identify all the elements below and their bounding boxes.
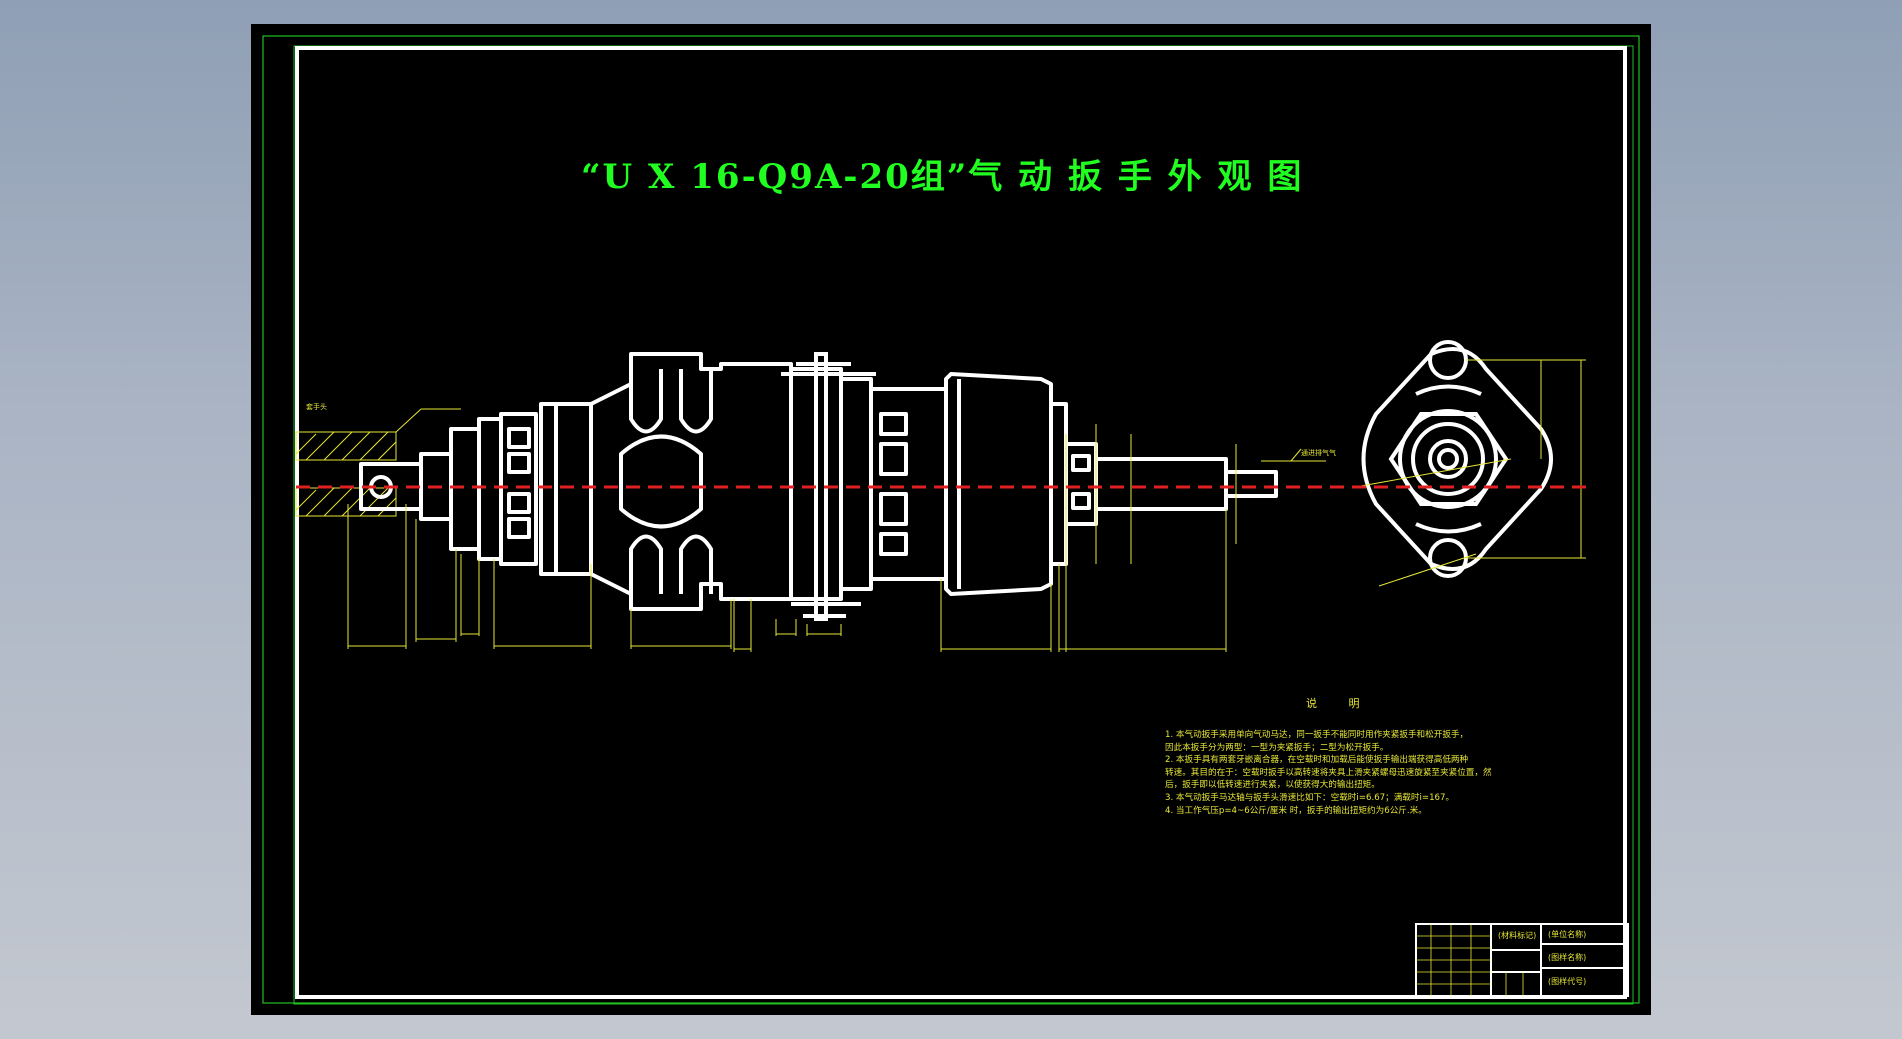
- socket-hatch: [295, 408, 461, 517]
- notes-heading: 说 明: [1306, 697, 1374, 710]
- title-block-code: (图样代号): [1548, 977, 1587, 986]
- note-line: 1. 本气动扳手采用单向气动马达，同一扳手不能同时用作夹紧扳手和松开扳手，: [1165, 730, 1469, 740]
- drawing-title: “U X 16-Q9A-20组”气 动 扳 手 外 观 图: [581, 157, 1304, 197]
- note-line: 2. 本扳手具有两套牙嵌离合器，在空载时和加载后能使扳手输出端获得高低两种: [1165, 755, 1469, 766]
- cad-viewport[interactable]: “U X 16-Q9A-20组”气 动 扳 手 外 观 图 套手头 通进排气气 …: [251, 24, 1651, 1015]
- title-block-unit: (单位名称): [1548, 930, 1587, 939]
- note-line: 后，扳手即以低转速进行夹紧，以使获得大的输出扭矩。: [1165, 780, 1380, 791]
- drawing-canvas: [262, 35, 1640, 1005]
- inner-border: [295, 46, 1627, 999]
- outer-frame: [262, 35, 1640, 1004]
- wrench-body: [359, 352, 1278, 611]
- note-line: 3. 本气动扳手马达轴与扳手头滑速比如下：空载时i=6.67；满载时i=167。: [1165, 792, 1455, 803]
- note-line: 因此本扳手分为两型：一型为夹紧扳手；二型为松开扳手。: [1165, 742, 1389, 753]
- front-view-dims: [1360, 359, 1586, 587]
- callout-air-label: 通进排气气: [1301, 449, 1336, 457]
- dimension-lines: [347, 424, 1326, 652]
- front-view: [1361, 340, 1553, 578]
- title-block-name: (图样名称): [1548, 953, 1587, 962]
- note-line: 转速。其目的在于：空载时扳手以高转速将夹具上滑夹紧螺母迅速旋紧至夹紧位置，然: [1165, 767, 1492, 778]
- title-block-grid: [1416, 924, 1524, 996]
- callout-socket-label: 套手头: [306, 403, 327, 411]
- notes-block: 1. 本气动扳手采用单向气动马达，同一扳手不能同时用作夹紧扳手和松开扳手， 因此…: [1165, 729, 1585, 817]
- title-block-material: (材料标记): [1498, 931, 1537, 940]
- note-line: 4. 当工作气压p=4~6公斤/厘米 时，扳手的输出扭矩约为6公斤.米。: [1165, 805, 1427, 816]
